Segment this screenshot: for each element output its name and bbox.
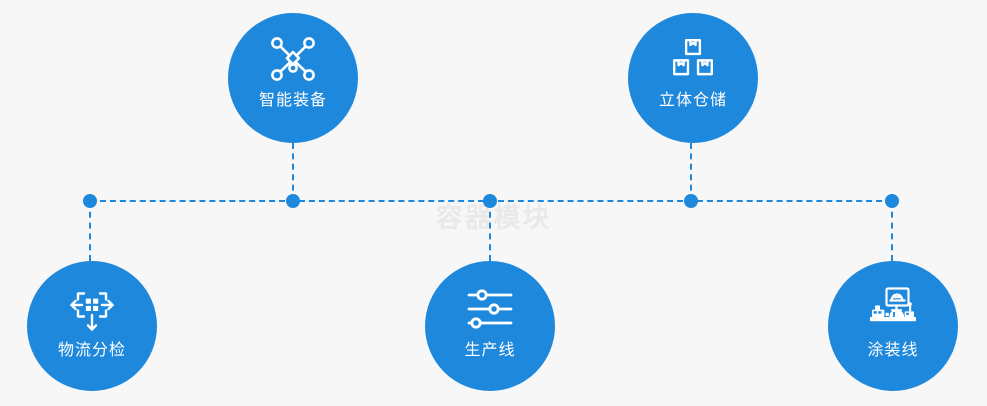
bubble-logistics-sorting[interactable]: 物流分检 bbox=[27, 261, 157, 391]
bubble-stereo-warehouse[interactable]: 立体仓储 bbox=[628, 13, 758, 143]
sliders-icon bbox=[467, 289, 513, 329]
branch-connector-smart-equipment bbox=[292, 143, 294, 201]
bubble-label-smart-equipment: 智能装备 bbox=[258, 92, 327, 109]
bubble-production-line[interactable]: 生产线 bbox=[425, 261, 555, 391]
network-nodes-icon bbox=[271, 37, 315, 81]
bubble-label-production-line: 生产线 bbox=[464, 342, 516, 359]
paint-booth-monitor-icon bbox=[870, 287, 916, 322]
bubble-label-logistics-sorting: 物流分检 bbox=[57, 342, 126, 359]
bubble-smart-equipment[interactable]: 智能装备 bbox=[228, 13, 358, 143]
bubble-label-painting-line: 涂装线 bbox=[867, 342, 919, 359]
connector-node-smart[interactable] bbox=[286, 194, 300, 208]
branch-connector-logistics-sorting bbox=[89, 201, 91, 261]
branch-connector-painting-line bbox=[891, 201, 893, 261]
branch-connector-stereo-warehouse bbox=[690, 143, 692, 201]
bubble-painting-line[interactable]: 涂装线 bbox=[828, 261, 958, 391]
connector-node-storage[interactable] bbox=[684, 194, 698, 208]
sorting-arrows-icon bbox=[70, 292, 114, 331]
connector-node-logistics[interactable] bbox=[83, 194, 97, 208]
bubble-label-stereo-warehouse: 立体仓储 bbox=[658, 92, 727, 109]
stacked-boxes-icon bbox=[673, 39, 713, 76]
connector-node-center[interactable] bbox=[483, 194, 497, 208]
branch-connector-production-line bbox=[489, 201, 491, 261]
connector-node-painting[interactable] bbox=[885, 194, 899, 208]
